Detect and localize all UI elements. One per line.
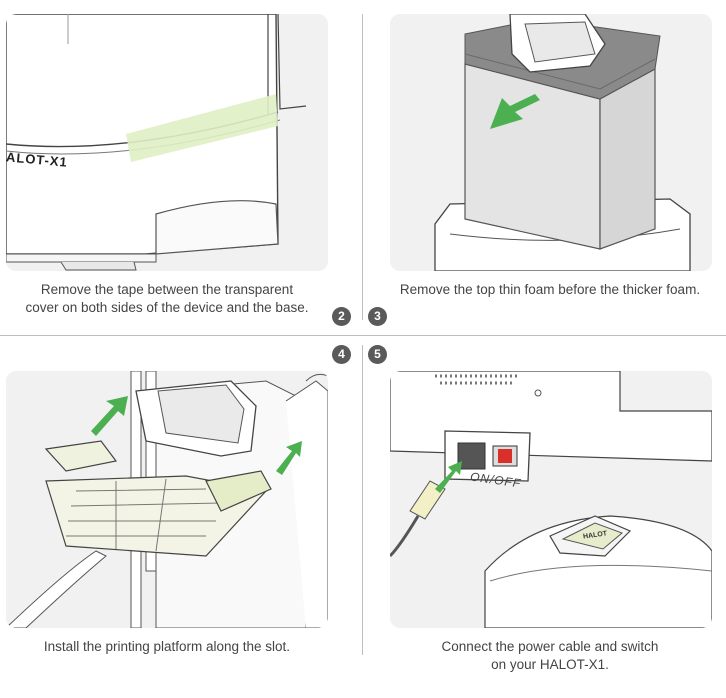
caption-remove-tape-2: cover on both sides of the device and th… bbox=[25, 300, 309, 315]
caption-remove-tape-1: Remove the tape between the transparent bbox=[40, 282, 294, 297]
printer-side-illustration bbox=[6, 14, 307, 271]
panel-connect-power: ON/OFF HALOT bbox=[390, 371, 712, 628]
power-connection-illustration bbox=[390, 371, 712, 628]
panel-remove-tape: ALOT-X1 bbox=[6, 14, 328, 271]
horizontal-divider bbox=[0, 335, 726, 336]
platform-install-illustration bbox=[6, 371, 328, 628]
panel-remove-foam bbox=[390, 14, 712, 271]
step-badge-3: 3 bbox=[368, 307, 387, 326]
caption-connect-power-1: Connect the power cable and switch bbox=[441, 639, 659, 654]
vertical-divider-bottom bbox=[362, 345, 363, 655]
vertical-divider-top bbox=[362, 14, 363, 320]
panel-install-platform bbox=[6, 371, 328, 628]
foam-removal-illustration bbox=[434, 14, 691, 271]
caption-connect-power-2: on your HALOT-X1. bbox=[491, 657, 609, 672]
caption-install-platform: Install the printing platform along the … bbox=[43, 639, 291, 654]
caption-remove-foam: Remove the top thin foam before the thic… bbox=[399, 282, 701, 297]
step-badge-2: 2 bbox=[332, 307, 351, 326]
step-badge-4: 4 bbox=[332, 345, 351, 364]
step-badge-5: 5 bbox=[368, 345, 387, 364]
